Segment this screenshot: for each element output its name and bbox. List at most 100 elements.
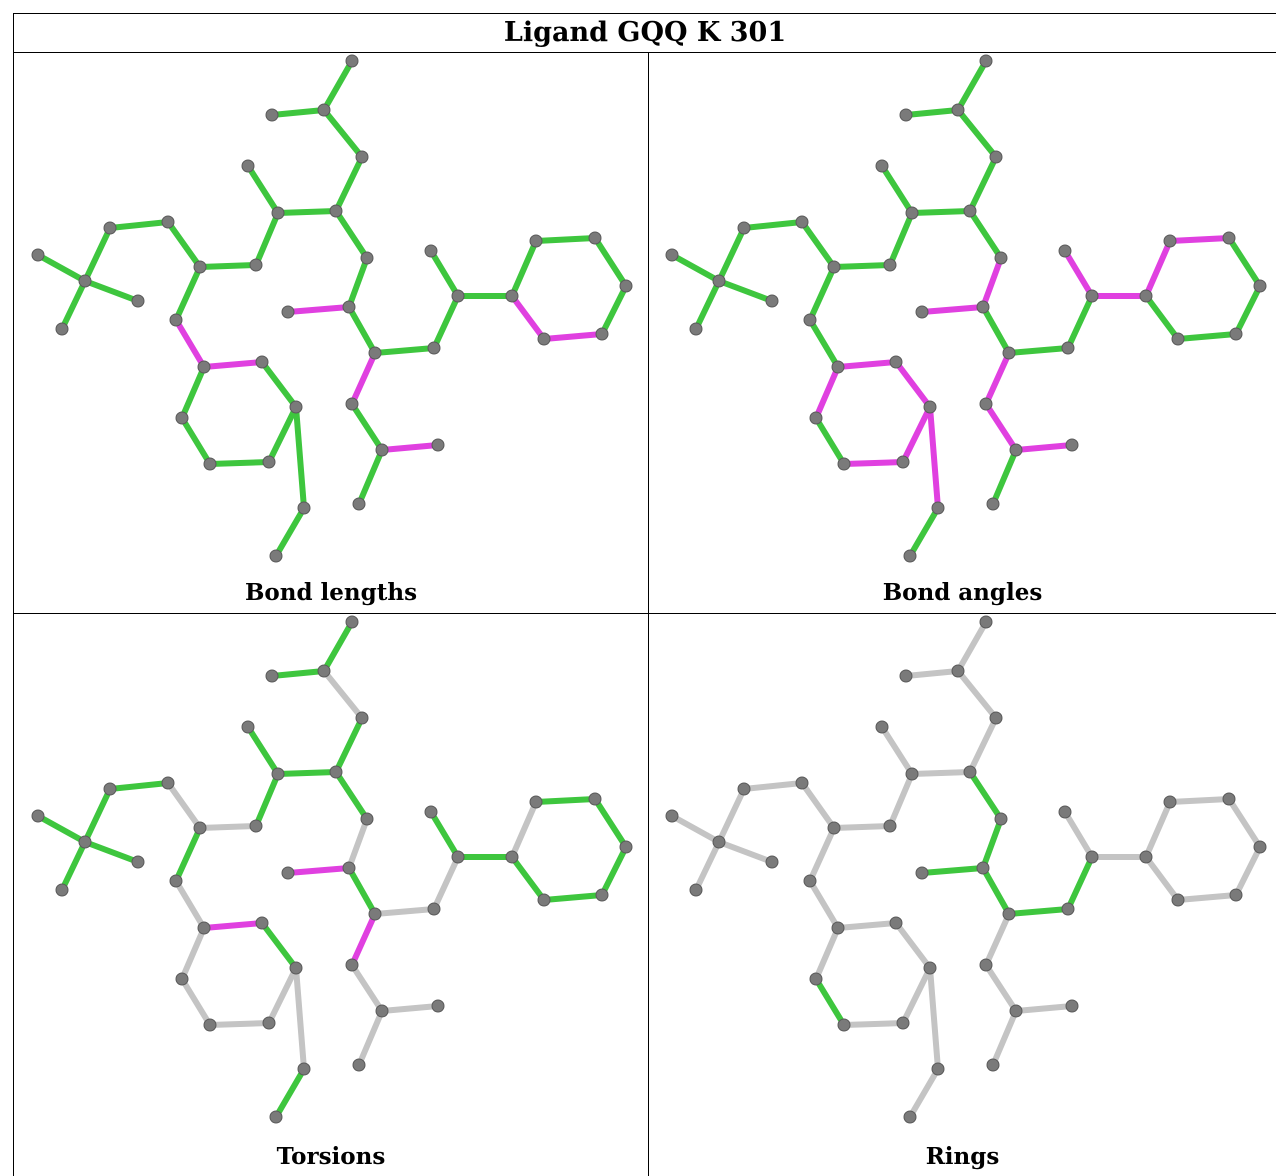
molecule-bond-lengths <box>31 54 633 563</box>
atom-16 <box>197 921 211 935</box>
atom-6 <box>241 159 255 173</box>
atom-7 <box>883 258 897 272</box>
bond-2 <box>321 107 365 160</box>
bond-17 <box>893 920 933 971</box>
atom-3 <box>355 150 369 164</box>
atom-38 <box>375 443 389 457</box>
bond-39 <box>983 401 1019 453</box>
atom-17 <box>255 916 269 930</box>
atom-29 <box>451 289 465 303</box>
bond-32 <box>509 238 539 299</box>
bond-29 <box>1065 854 1095 912</box>
atom-37 <box>345 397 359 411</box>
bond-9 <box>741 219 805 231</box>
bond-26 <box>919 304 986 315</box>
bond-41 <box>356 447 385 507</box>
bond-30 <box>1062 809 1095 860</box>
atom-26 <box>281 305 295 319</box>
bond-14 <box>807 264 837 323</box>
bond-37 <box>509 854 547 903</box>
atom-1 <box>317 664 331 678</box>
bond-25 <box>346 255 370 310</box>
bond-7 <box>197 262 259 270</box>
bond-15 <box>807 317 841 370</box>
atom-15 <box>169 313 183 327</box>
bond-4 <box>909 769 973 777</box>
bond-33 <box>1167 796 1232 805</box>
atom-5 <box>271 206 285 220</box>
bond-33 <box>1167 235 1232 244</box>
atom-39 <box>431 438 445 452</box>
bond-9 <box>741 780 805 792</box>
atom-12 <box>665 809 679 823</box>
bond-38 <box>983 911 1012 968</box>
atom-3 <box>989 150 1003 164</box>
bond-3 <box>333 154 365 214</box>
atom-29 <box>1085 850 1099 864</box>
bond-20 <box>813 415 847 467</box>
bond-16 <box>201 920 265 931</box>
atom-11 <box>78 274 92 288</box>
bond-34 <box>1226 796 1263 850</box>
atom-19 <box>896 1016 910 1030</box>
atom-29 <box>451 850 465 864</box>
atom-22 <box>297 1062 311 1076</box>
atom-16 <box>197 360 211 374</box>
bond-41 <box>356 1008 385 1068</box>
bond-36 <box>541 331 605 342</box>
atom-18 <box>923 400 937 414</box>
atom-1 <box>951 664 965 678</box>
atom-8 <box>827 260 841 274</box>
atom-25 <box>976 300 990 314</box>
atom-25 <box>342 861 356 875</box>
divider-middle <box>14 613 1276 614</box>
atom-40 <box>986 497 1000 511</box>
bond-22 <box>293 965 307 1072</box>
atom-11 <box>712 274 726 288</box>
bond-27 <box>346 865 378 917</box>
atom-13 <box>689 322 703 336</box>
atom-4 <box>329 765 343 779</box>
bond-40 <box>1013 442 1075 453</box>
atom-33 <box>588 792 602 806</box>
bond-0 <box>955 58 989 113</box>
bond-20 <box>179 976 213 1028</box>
atom-14 <box>131 294 145 308</box>
bond-12 <box>693 278 722 332</box>
bond-15 <box>173 878 207 931</box>
atom-9 <box>795 215 809 229</box>
atom-24 <box>360 251 374 265</box>
bond-4 <box>275 208 339 216</box>
atom-13 <box>689 883 703 897</box>
atom-37 <box>979 397 993 411</box>
bond-4 <box>909 208 973 216</box>
bond-28 <box>1006 345 1071 356</box>
bond-2 <box>955 107 999 160</box>
bond-29 <box>1065 293 1095 351</box>
bond-8 <box>799 219 837 270</box>
atom-35 <box>1229 888 1243 902</box>
atom-33 <box>588 231 602 245</box>
bond-8 <box>165 219 203 270</box>
atom-32 <box>529 234 543 248</box>
atom-5 <box>905 206 919 220</box>
bond-34 <box>1226 235 1263 289</box>
atom-9 <box>161 215 175 229</box>
bond-11 <box>669 252 722 284</box>
divider-under-title <box>14 52 1276 53</box>
bond-22 <box>927 965 941 1072</box>
bond-30 <box>428 809 461 860</box>
bond-0 <box>321 58 355 113</box>
bond-6 <box>253 210 281 268</box>
bond-27 <box>980 304 1012 356</box>
atom-36 <box>1171 893 1185 907</box>
atom-30 <box>424 805 438 819</box>
atom-19 <box>262 1016 276 1030</box>
atom-17 <box>255 355 269 369</box>
atom-0 <box>345 615 359 629</box>
bond-7 <box>831 262 893 270</box>
atom-9 <box>161 776 175 790</box>
bond-32 <box>1143 799 1173 860</box>
atom-31 <box>505 850 519 864</box>
bond-9 <box>107 219 171 231</box>
